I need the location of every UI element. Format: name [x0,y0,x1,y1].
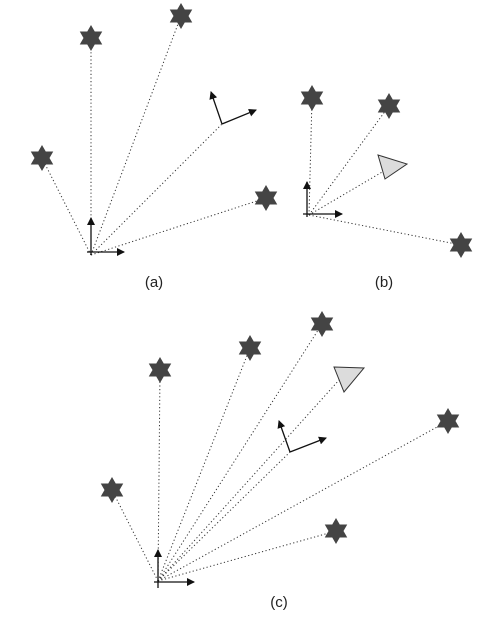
origin-frame-b [303,181,343,218]
landmark-star-icon [324,518,348,544]
y-axis-arrow [209,91,223,125]
ray [308,105,390,216]
ray [157,323,323,582]
ray [157,369,161,582]
ray [308,214,462,246]
origin-frame-c [154,549,195,588]
x-axis-arrow [221,108,257,125]
x-axis-arrow [289,436,327,453]
landmark-star-icon [238,335,262,361]
landmark-star-icon [148,357,172,383]
ray [308,167,390,216]
ray [157,451,291,582]
landmark-star-icon [300,85,324,111]
panel-label-c: (c) [270,594,288,611]
panel-c-rays [111,323,449,582]
ray [111,489,159,582]
ray [157,378,341,582]
robot-frame-c [277,420,327,453]
landmark-star-icon [436,408,460,434]
panel-b-rays [308,97,462,246]
robot-frame-a [209,91,257,125]
landmark-star-icon [449,232,473,258]
landmark-star-icon [79,25,103,51]
landmark-star-icon [377,93,401,119]
ray [90,197,267,256]
panel-label-b: (b) [375,274,393,291]
panel-b: (b) [300,85,473,291]
ray [308,97,313,216]
landmark-star-icon [254,185,278,211]
panel-label-a: (a) [145,274,163,291]
target-triangle-icon [333,366,366,393]
ray [90,15,182,256]
ray [157,347,251,582]
ray [157,420,449,582]
landmarks-b [300,85,473,258]
landmark-star-icon [310,311,334,337]
landmark-star-icon [169,3,193,29]
landmarks-a [30,3,278,211]
ray [41,157,92,256]
y-axis-arrow [277,420,291,453]
ray [157,530,337,582]
origin-frame-a [87,217,125,256]
landmark-star-icon [30,145,54,171]
target-triangle-icon [377,154,409,180]
landmark-star-icon [100,477,124,503]
panel-a-rays [41,15,267,256]
panel-c: (c) [100,311,460,611]
panel-a: (a) [30,3,278,291]
landmarks-c [100,311,460,544]
ray [90,123,223,256]
